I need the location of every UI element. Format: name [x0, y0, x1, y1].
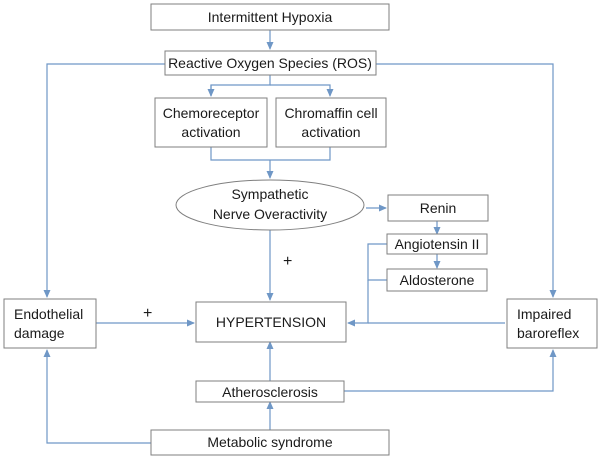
baroreflex-label-line2: baroreflex: [517, 325, 579, 341]
atherosclerosis-label: Atherosclerosis: [222, 384, 318, 400]
renin-label: Renin: [420, 200, 457, 216]
node-renin: Renin: [387, 194, 489, 222]
node-hypertension: HYPERTENSION: [195, 301, 347, 343]
ros-to-chromaffin-arrow: [270, 84, 334, 97]
chemo-chroma-merge: [210, 147, 331, 161]
node-chromaffin: Chromaffin cell activation: [275, 97, 387, 148]
sympathetic-plus-sign: +: [283, 253, 292, 270]
node-intermittent-hypoxia: Intermittent Hypoxia: [150, 3, 390, 31]
angiotensin-label: Angiotensin II: [395, 236, 480, 252]
node-aldosterone: Aldosterone: [386, 268, 488, 292]
ros-to-chemo-chroma-bracket: [210, 75, 271, 96]
endothelial-label-line1: Endothelial: [14, 306, 83, 322]
sympathetic-label-line1: Sympathetic: [231, 186, 308, 202]
chromaffin-label-line1: Chromaffin cell: [284, 105, 377, 121]
node-chemoreceptor: Chemoreceptor activation: [154, 97, 268, 148]
node-endothelial: Endothelial damage: [3, 298, 97, 349]
hypertension-label: HYPERTENSION: [216, 314, 326, 330]
node-baroreflex: Impaired baroreflex: [506, 298, 598, 349]
metabolic-syndrome-label: Metabolic syndrome: [207, 434, 332, 450]
chemoreceptor-label-line2: activation: [181, 124, 240, 140]
ros-to-baroreflex-arrow: [376, 63, 557, 298]
baroreflex-label-line1: Impaired: [517, 306, 571, 322]
raas-to-hypertension-arrow: [347, 280, 369, 327]
node-ros: Reactive Oxygen Species (ROS): [164, 50, 377, 76]
chromaffin-label-line2: activation: [301, 124, 360, 140]
chemoreceptor-label-line1: Chemoreceptor: [163, 105, 260, 121]
aldosterone-label: Aldosterone: [400, 272, 475, 288]
intermittent-hypoxia-label: Intermittent Hypoxia: [208, 9, 333, 25]
sympathetic-label-line2: Nerve Overactivity: [213, 206, 327, 222]
metabolic-to-endothelial-arrow: [43, 349, 151, 444]
raas-bracket: [367, 243, 387, 281]
node-angiotensin: Angiotensin II: [386, 233, 488, 255]
connectors: [43, 30, 557, 444]
atherosclerosis-to-baroreflex-arrow: [344, 349, 557, 392]
ros-to-endothelial-arrow: [43, 63, 165, 298]
node-atherosclerosis: Atherosclerosis: [195, 380, 345, 403]
node-metabolic-syndrome: Metabolic syndrome: [150, 429, 390, 456]
ros-label: Reactive Oxygen Species (ROS): [168, 55, 372, 71]
endothelial-plus-sign: +: [143, 305, 152, 322]
node-sympathetic: Sympathetic Nerve Overactivity: [175, 179, 365, 231]
endothelial-label-line2: damage: [14, 325, 65, 341]
